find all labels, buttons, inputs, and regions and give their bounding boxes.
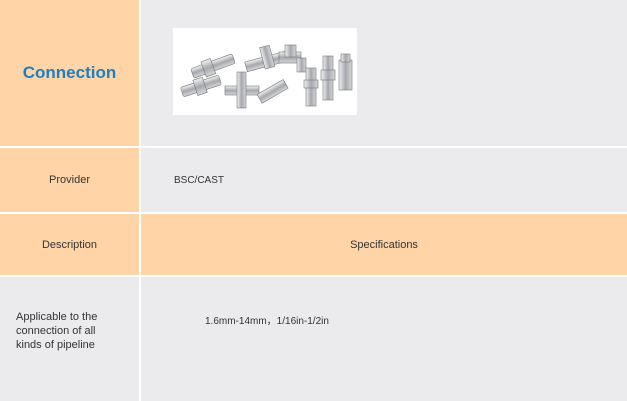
applicability-text: Applicable to the connection of all kind… [16, 311, 98, 351]
applicability-cell: Applicable to the connection of all kind… [0, 277, 139, 401]
pipe-fittings-photo [173, 28, 357, 115]
title-cell: Connection [0, 0, 139, 146]
specifications-heading-cell: Specifications [141, 214, 627, 275]
description-label: Description [41, 238, 98, 251]
pipe-fittings-icon [180, 44, 353, 109]
specifications-heading: Specifications [350, 238, 418, 251]
provider-label-cell: Provider [0, 148, 139, 212]
description-label-cell: Description [0, 214, 139, 275]
provider-value-cell: BSC/CAST [141, 148, 627, 212]
image-cell [141, 0, 627, 146]
provider-label: Provider [49, 174, 90, 186]
size-range-cell: 1.6mm-14mm，1/16in-1/2in [141, 277, 627, 401]
page-title: Connection [22, 63, 117, 82]
provider-value: BSC/CAST [174, 174, 225, 186]
size-range-value: 1.6mm-14mm，1/16in-1/2in [205, 316, 329, 327]
